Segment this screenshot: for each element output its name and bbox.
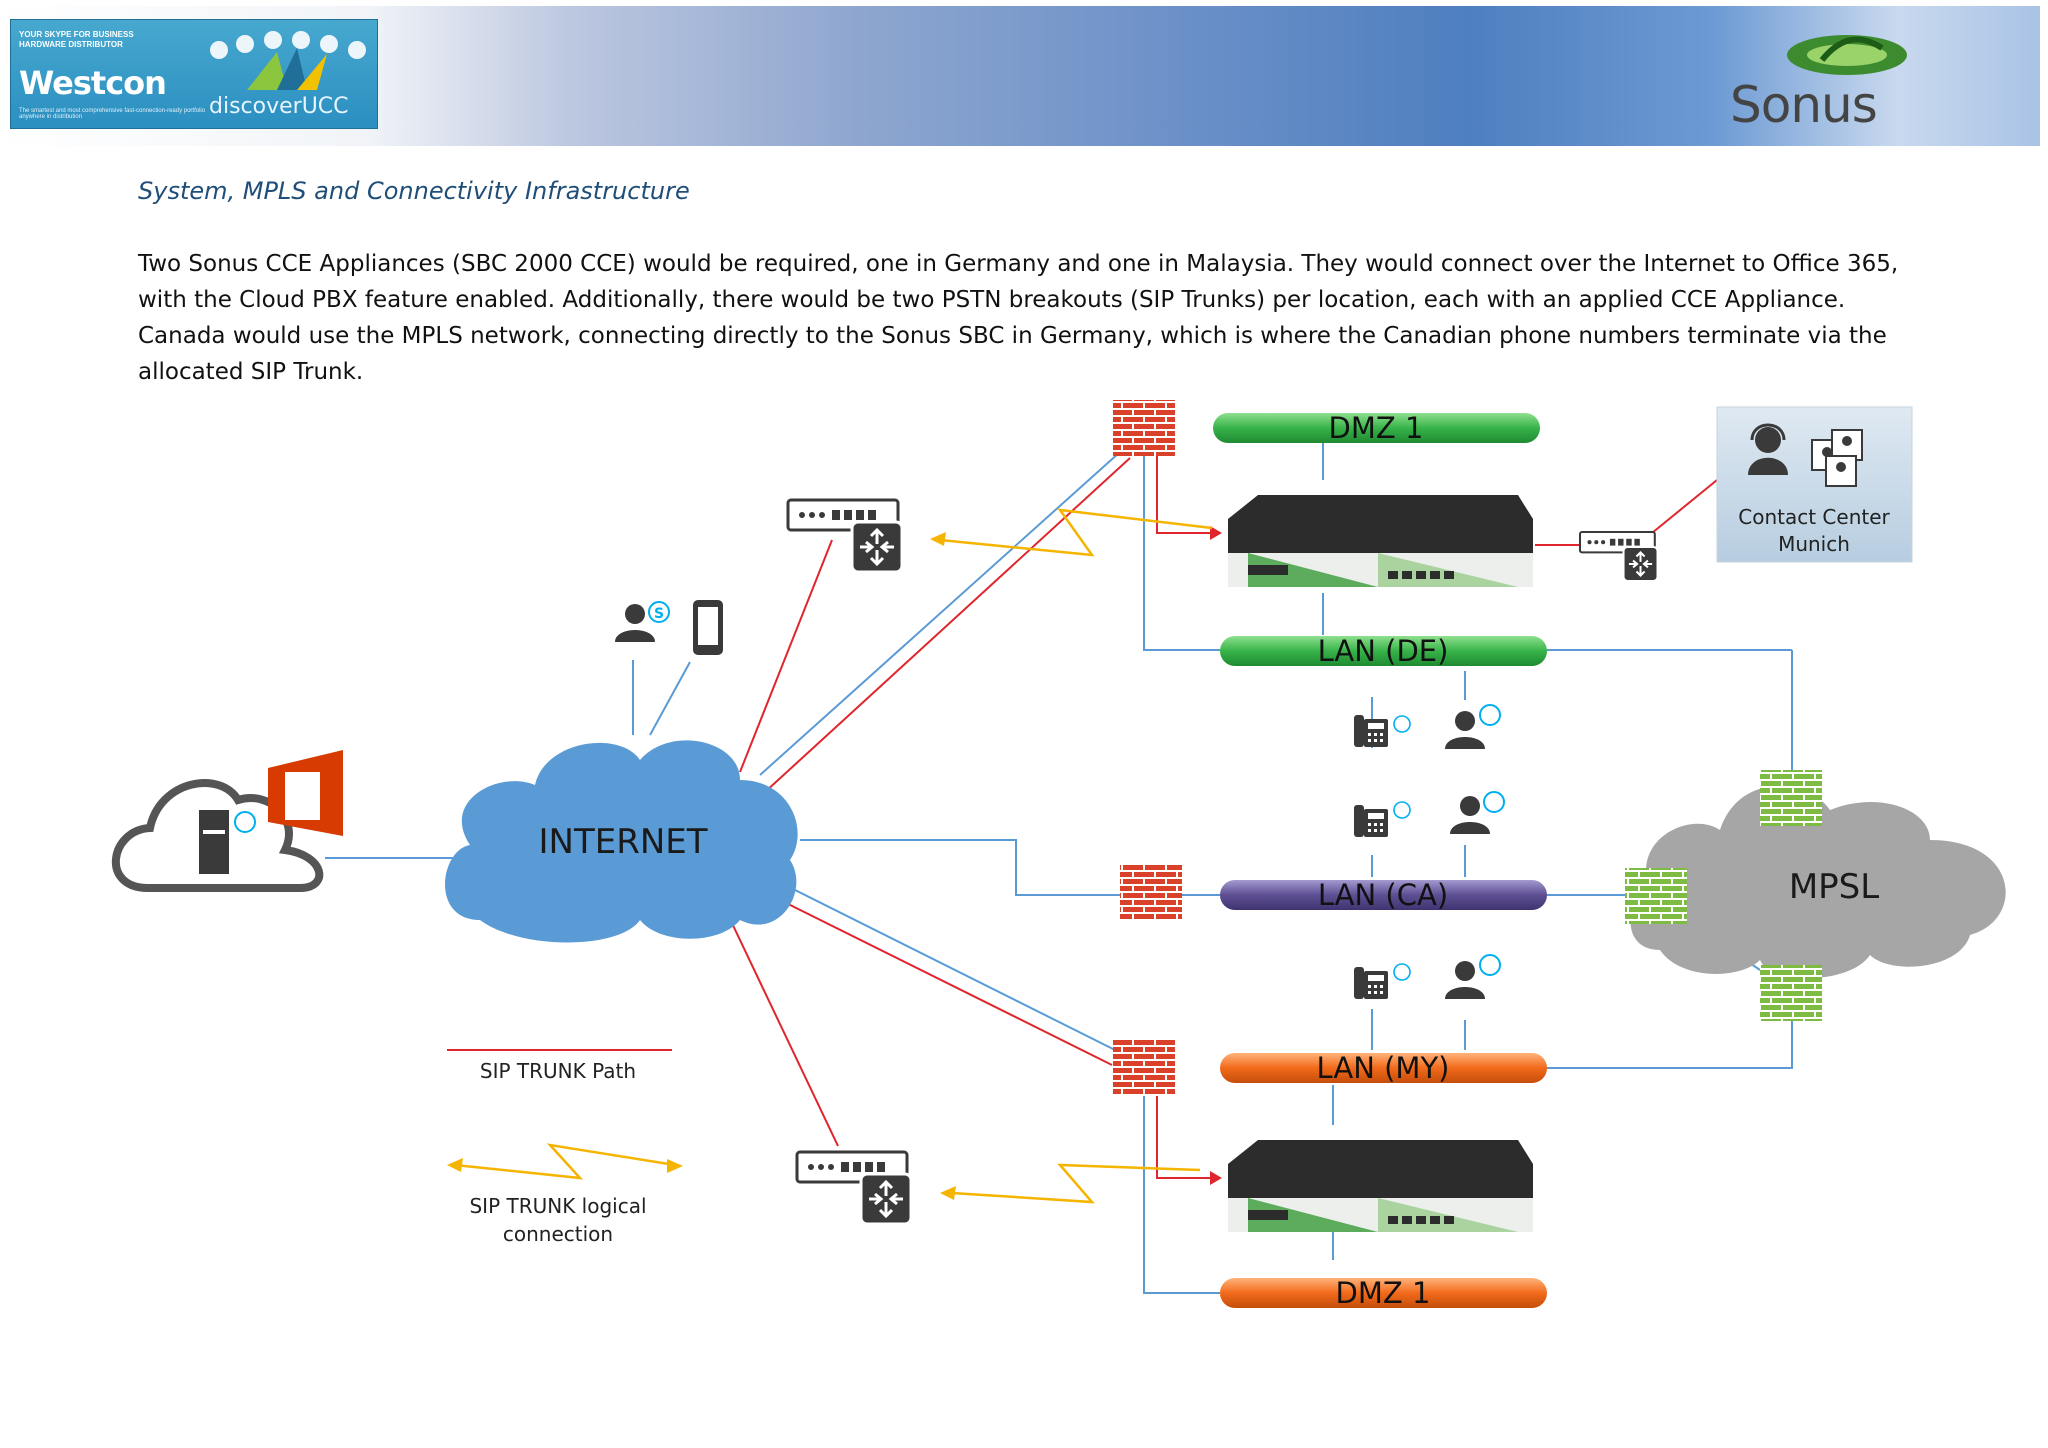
lan-ca-bar: [1220, 880, 1547, 910]
network-diagram: INTERNET MPSL DMZ 1 LAN (DE) LAN (CA) LA…: [111, 400, 2006, 1310]
skype-icon: S: [654, 606, 664, 622]
lan-my-bar: [1220, 1053, 1547, 1083]
firewall-green-bottom: [1760, 965, 1822, 1021]
ucc-icons: [210, 31, 366, 90]
user-icon-my: [1445, 961, 1485, 999]
desk-phone-icon-my: [1354, 967, 1388, 999]
legend-sip-path: SIP TRUNK Path: [480, 1059, 636, 1083]
mpsl-label: MPSL: [1789, 867, 1879, 907]
lan-ca-label: LAN (CA): [1318, 878, 1448, 912]
dmz-bottom-bar: [1220, 1278, 1547, 1308]
westcon-fine: The smartest and most comprehensive fast…: [19, 108, 206, 120]
sbc-appliance-germany: [1228, 495, 1533, 587]
legend-logical-line1: SIP TRUNK logical: [469, 1194, 646, 1218]
desk-phone-icon-ca: [1354, 805, 1388, 837]
contact-center-line2: Munich: [1778, 532, 1850, 556]
internet-label: INTERNET: [538, 822, 707, 862]
lan-my-label: LAN (MY): [1317, 1051, 1450, 1085]
firewall-red-bottom: [1113, 1040, 1175, 1096]
headset-agent-icon: [1748, 423, 1788, 475]
internet-cloud: [445, 740, 798, 943]
desk-phone-icon-de: [1354, 715, 1388, 747]
sbc-appliance-malaysia: [1228, 1140, 1533, 1232]
section-heading: System, MPLS and Connectivity Infrastruc…: [138, 177, 690, 205]
mpsl-cloud: [1630, 786, 2006, 979]
contact-center-box: [1716, 406, 1913, 563]
office365-cloud-icon: [111, 750, 343, 892]
user-icon-de: [1445, 711, 1485, 749]
intro-paragraph: Two Sonus CCE Appliances (SBC 2000 CCE) …: [138, 251, 1899, 385]
lan-de-label: LAN (DE): [1318, 634, 1449, 668]
router-icon-bottom: [795, 1150, 913, 1226]
lan-de-bar: [1220, 636, 1547, 666]
router-icon-top: [786, 498, 904, 574]
westcon-tagline: YOUR SKYPE FOR BUSINESS HARDWARE DISTRIB…: [19, 30, 134, 49]
dmz-top-label: DMZ 1: [1329, 411, 1424, 445]
firewall-green-top: [1760, 770, 1822, 826]
dmz-top-bar: [1213, 413, 1540, 443]
mobile-phone-icon: [693, 600, 723, 655]
sonus-swirl-icon: [1787, 35, 1907, 75]
team-icon: [1811, 429, 1863, 487]
firewall-green-left: [1625, 868, 1687, 924]
firewall-red-canada: [1120, 865, 1182, 921]
westcon-brand: Westcon: [19, 64, 167, 102]
westcon-sub: discoverUCC: [209, 94, 349, 119]
sonus-brand: Sonus: [1730, 76, 1878, 134]
contact-center-line1: Contact Center: [1738, 505, 1890, 529]
legend-logical-line2: connection: [503, 1222, 613, 1246]
sonus-logo: Sonus: [1722, 30, 1962, 134]
router-icon-contact: [1578, 530, 1659, 582]
dmz-bottom-label: DMZ 1: [1336, 1276, 1431, 1310]
westcon-logo: YOUR SKYPE FOR BUSINESS HARDWARE DISTRIB…: [10, 19, 378, 129]
firewall-red-top: [1113, 400, 1175, 456]
